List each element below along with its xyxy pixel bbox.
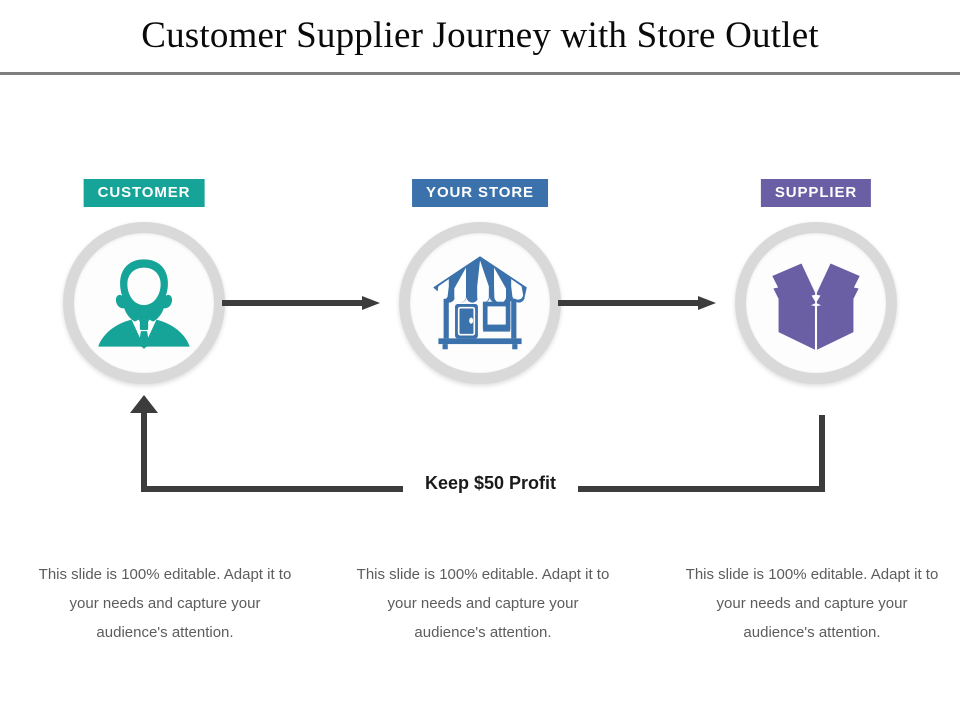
businessman-icon xyxy=(98,259,190,349)
loop-right-segment xyxy=(819,415,825,492)
slide-header: Customer Supplier Journey with Store Out… xyxy=(0,0,960,75)
caption-customer: This slide is 100% editable. Adapt it to… xyxy=(38,566,292,641)
page-title: Customer Supplier Journey with Store Out… xyxy=(141,15,819,56)
feedback-loop-arrow: Keep $50 Profit xyxy=(0,390,960,510)
arrow-head-icon xyxy=(698,296,716,310)
node-supplier[interactable]: SUPPLIER xyxy=(696,170,936,390)
arrow-customer-to-store xyxy=(222,296,380,310)
title-divider xyxy=(0,72,960,75)
loop-bottom-left-segment xyxy=(141,486,403,492)
badge-customer-label: CUSTOMER xyxy=(97,184,191,201)
node-store[interactable]: YOUR STORE xyxy=(360,170,600,390)
arrow-shaft xyxy=(222,300,363,306)
node-customer[interactable]: CUSTOMER xyxy=(24,170,264,390)
badge-store-label: YOUR STORE xyxy=(426,184,534,201)
badge-supplier[interactable]: SUPPLIER xyxy=(760,179,872,207)
badge-store[interactable]: YOUR STORE xyxy=(412,179,548,207)
storefront-icon xyxy=(433,256,527,350)
badge-customer[interactable]: CUSTOMER xyxy=(83,179,205,207)
arrow-head-up-icon xyxy=(130,395,158,413)
caption-supplier: This slide is 100% editable. Adapt it to… xyxy=(685,566,939,641)
caption-store: This slide is 100% editable. Adapt it to… xyxy=(356,566,610,641)
arrow-head-icon xyxy=(362,296,380,310)
loop-bottom-right-segment xyxy=(578,486,825,492)
arrow-shaft xyxy=(558,300,699,306)
arrow-store-to-supplier xyxy=(558,296,716,310)
badge-supplier-label: SUPPLIER xyxy=(774,184,858,201)
medallion-store xyxy=(399,222,561,384)
medallion-customer xyxy=(63,222,225,384)
feedback-loop-label: Keep $50 Profit xyxy=(403,473,578,494)
loop-left-segment xyxy=(141,410,147,492)
open-box-icon xyxy=(772,263,860,351)
medallion-supplier xyxy=(735,222,897,384)
